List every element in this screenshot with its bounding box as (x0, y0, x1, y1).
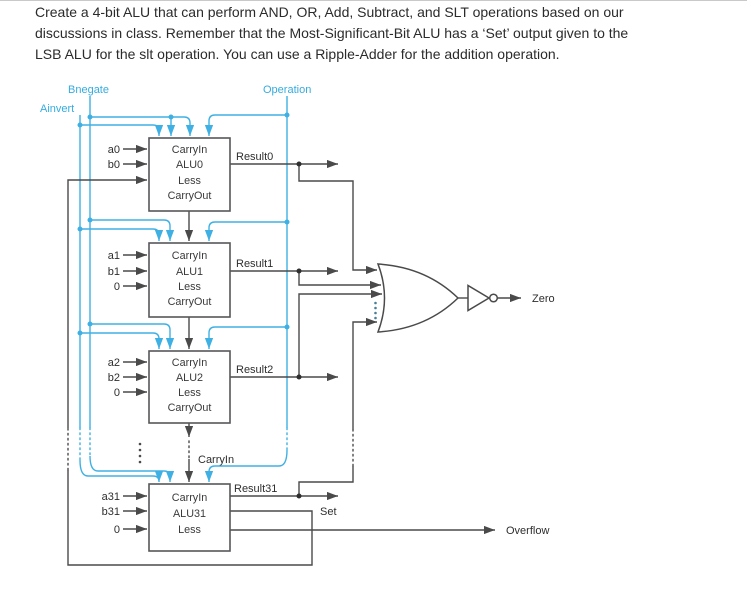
alu2-row-name: ALU2 (176, 372, 203, 384)
alu2: CarryIn ALU2 Less CarryOut (148, 350, 231, 424)
assignment-line-1: Create a 4-bit ALU that can perform AND,… (35, 4, 624, 20)
assignment-line-3: LSB ALU for the slt operation. You can u… (35, 46, 560, 62)
or-gate-icon (376, 263, 460, 333)
alu0-box (148, 137, 231, 212)
control-junction-dots (77, 112, 290, 336)
alu2-row-carryout: CarryOut (168, 402, 212, 414)
ainvert-tap-alu1 (80, 228, 164, 241)
alu31-row-name: ALU31 (173, 508, 206, 520)
b0-label: b0 (108, 159, 120, 171)
a0-label: a0 (108, 144, 120, 156)
assignment-line-2: discussions in class. Remember that the … (35, 25, 629, 41)
zero2-label: 0 (114, 387, 120, 399)
bnegate-tap-alu1 (90, 219, 175, 241)
ainvert-tap-alu31 (79, 459, 164, 482)
alu1-box (148, 242, 231, 318)
set-feedback-wire (67, 470, 313, 566)
alu31-box (148, 483, 231, 552)
zero31-label: 0 (114, 524, 120, 536)
control-wires (77, 96, 290, 482)
a1-label: a1 (108, 250, 120, 262)
alu0-row-carryin: CarryIn (172, 144, 207, 156)
alu1-row-carryout: CarryOut (168, 296, 212, 308)
alu1-row-less: Less (178, 281, 201, 293)
alu0-row-carryout: CarryOut (168, 190, 212, 202)
result-junction-dots (296, 161, 302, 499)
operation-label: Operation (263, 84, 311, 96)
ainvert-tap-alu0 (80, 124, 164, 136)
result0-label: Result0 (236, 151, 273, 163)
alu2-row-less: Less (178, 387, 201, 399)
alu2-box (148, 350, 231, 424)
assignment-text: Create a 4-bit ALU that can perform AND,… (35, 2, 740, 65)
alu1-row-carryin: CarryIn (172, 250, 207, 262)
ainvert-tap-alu2 (80, 332, 164, 349)
bnegate-carryin-tap-alu0 (90, 116, 195, 136)
operation-tap-alu2 (204, 326, 287, 349)
labels: Bnegate Ainvert Operation a0 b0 a1 b1 0 … (40, 84, 555, 537)
alu31-row-carryin: CarryIn (172, 492, 207, 504)
result2-to-zero-gate (298, 289, 382, 377)
bnegate-label: Bnegate (68, 84, 109, 96)
bnegate-tap-alu31 (89, 455, 175, 482)
overflow-label: Overflow (506, 525, 549, 537)
result1-label: Result1 (236, 258, 273, 270)
zero-label: Zero (532, 293, 555, 305)
inverter-bubble-icon (488, 293, 499, 303)
ellipsis-dots (138, 442, 142, 464)
alu1-row-name: ALU1 (176, 266, 203, 278)
alu1: CarryIn ALU1 Less CarryOut (148, 242, 231, 318)
result31-to-zero-gate (298, 466, 354, 496)
result1-to-zero-gate (298, 271, 381, 290)
alu31-row-less: Less (178, 524, 201, 536)
zero1-label: 0 (114, 281, 120, 293)
inverter-icon (467, 284, 491, 312)
zero-nor-gate (374, 263, 521, 333)
result2-label: Result2 (236, 364, 273, 376)
b1-label: b1 (108, 266, 120, 278)
b31-label: b31 (102, 506, 120, 518)
a31-label: a31 (102, 491, 120, 503)
ainvert-label: Ainvert (40, 103, 74, 115)
bnegate-tap-alu2 (90, 323, 175, 349)
result31-label: Result31 (234, 483, 277, 495)
operation-tap-alu1 (204, 221, 287, 241)
b2-label: b2 (108, 372, 120, 384)
a2-label: a2 (108, 357, 120, 369)
gate-input-ellipsis (374, 301, 377, 320)
top-divider (0, 0, 747, 1)
alu0-row-name: ALU0 (176, 159, 203, 171)
operation-tap-alu31 (204, 449, 288, 482)
set-to-less-wire (67, 175, 147, 428)
alu2-row-carryin: CarryIn (172, 357, 207, 369)
carry-chain-label: CarryIn (198, 454, 234, 466)
operation-tap-alu0 (204, 114, 287, 136)
alu0-row-less: Less (178, 175, 201, 187)
set-label: Set (320, 506, 337, 518)
result0-to-zero-gate (298, 164, 377, 275)
alu0: CarryIn ALU0 Less CarryOut (148, 137, 231, 212)
signal-wires (67, 144, 495, 566)
alu31: CarryIn ALU31 Less (148, 483, 231, 552)
